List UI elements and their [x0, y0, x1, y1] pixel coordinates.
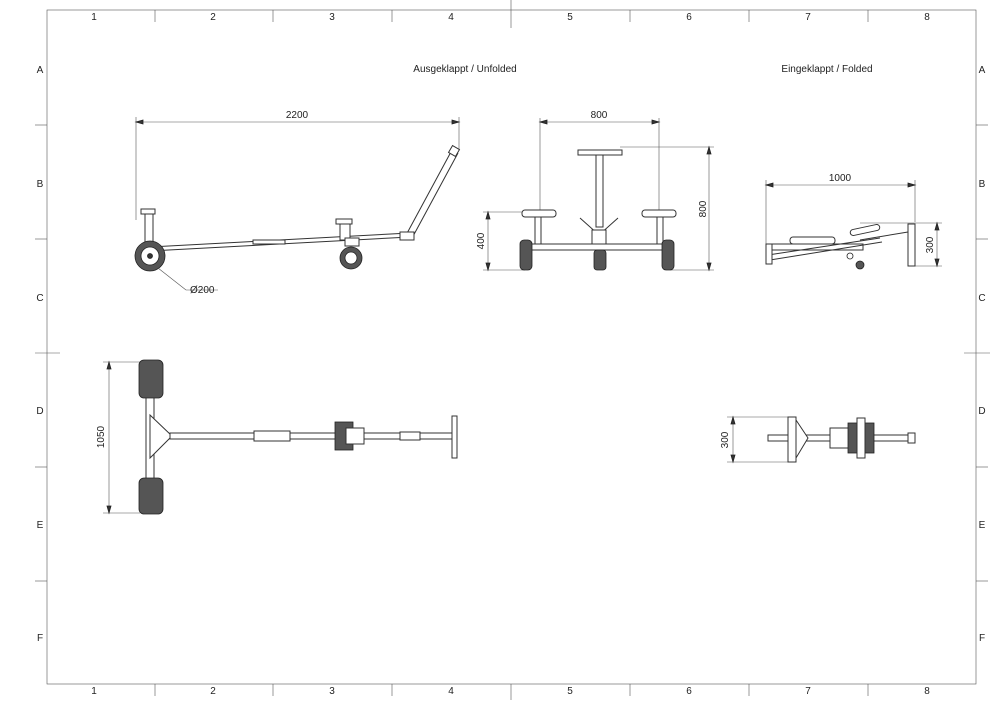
col-label: 4 — [448, 686, 454, 697]
unfolded-view-title: Ausgeklappt / Unfolded — [413, 64, 516, 75]
dim-side-length: 2200 — [286, 110, 309, 121]
dim-front-seat-height: 400 — [476, 232, 487, 249]
folded-view-title: Eingeklappt / Folded — [781, 64, 872, 75]
col-label: 8 — [924, 12, 930, 23]
top-view-folded: 300 — [720, 415, 916, 464]
col-label: 2 — [210, 12, 216, 23]
col-label: 5 — [567, 12, 573, 23]
dimension-2200: 2200 — [134, 110, 461, 220]
dim-folded-height: 300 — [925, 236, 936, 253]
col-label: 1 — [91, 686, 97, 697]
col-label: 3 — [329, 12, 335, 23]
dim-front-height: 800 — [698, 200, 709, 217]
top-wheel-lower — [138, 477, 164, 515]
top-wheel-upper — [138, 359, 164, 399]
drawing-frame — [35, 0, 990, 700]
row-label: E — [37, 520, 44, 531]
row-label: D — [36, 406, 43, 417]
row-label: D — [978, 406, 985, 417]
col-label: 5 — [567, 686, 573, 697]
front-view: 800 800 400 — [476, 110, 714, 272]
side-view-unfolded: 2200 Ø200 — [134, 110, 461, 296]
col-label: 7 — [805, 12, 811, 23]
top-view-unfolded: 1050 — [96, 359, 458, 515]
row-label: B — [37, 179, 44, 190]
col-label: 3 — [329, 686, 335, 697]
col-label: 4 — [448, 12, 454, 23]
row-labels-left: A B C D E F — [36, 65, 43, 644]
row-label: C — [36, 293, 43, 304]
dim-folded-top-width: 300 — [720, 431, 731, 448]
col-label: 8 — [924, 686, 930, 697]
row-label: F — [37, 633, 43, 644]
col-label: 6 — [686, 12, 692, 23]
col-label: 6 — [686, 686, 692, 697]
col-label: 1 — [91, 12, 97, 23]
row-labels-right: A B C D E F — [978, 65, 985, 644]
dim-folded-length: 1000 — [829, 173, 852, 184]
row-label: A — [37, 65, 44, 76]
column-labels-bottom: 1 2 3 4 5 6 7 8 — [91, 686, 930, 697]
row-label: B — [979, 179, 986, 190]
row-label: E — [979, 520, 986, 531]
dim-wheel-diameter: Ø200 — [190, 285, 215, 296]
dim-top-width: 1050 — [96, 425, 107, 448]
col-label: 2 — [210, 686, 216, 697]
row-label: A — [979, 65, 986, 76]
row-label: C — [978, 293, 985, 304]
col-label: 7 — [805, 686, 811, 697]
column-labels-top: 1 2 3 4 5 6 7 8 — [91, 12, 930, 23]
row-label: F — [979, 633, 985, 644]
dim-front-width: 800 — [591, 110, 608, 121]
folded-side-view: 1000 300 — [764, 173, 942, 270]
